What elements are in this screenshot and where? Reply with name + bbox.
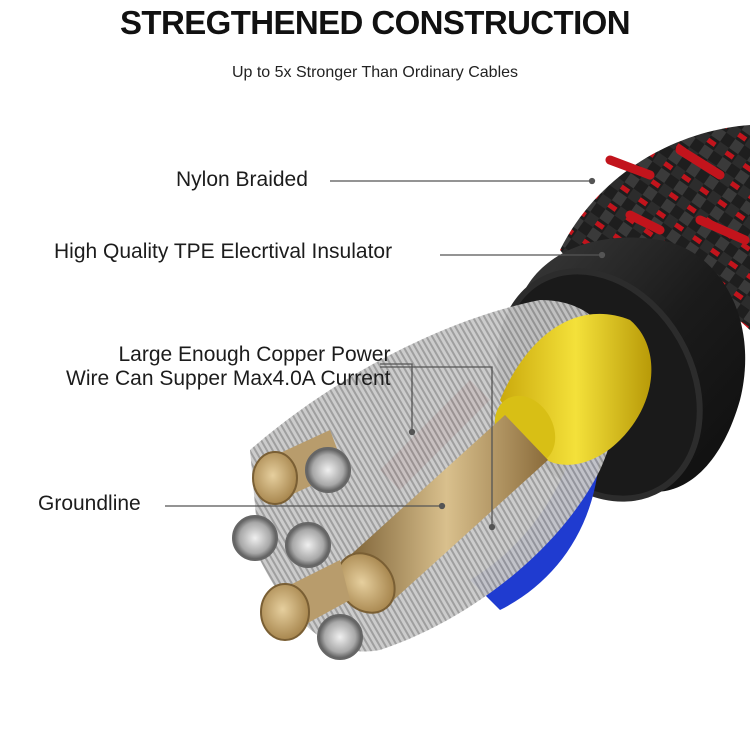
copper-label-line-2: Wire Can Supper Max4.0A Current (66, 367, 391, 390)
page-subtitle: Up to 5x Stronger Than Ordinary Cables (231, 64, 519, 81)
tpe-insulator-label: High Quality TPE Elecrtival Insulator (54, 240, 393, 263)
page-title: STREGTHENED CONSTRUCTION (120, 4, 631, 41)
copper-callout-line-1 (380, 363, 413, 430)
callout-lines (165, 177, 606, 531)
copper-power-wire-label: Large Enough Copper Power Wire Can Suppe… (66, 343, 390, 391)
tpe-callout-dot (598, 251, 606, 259)
nylon-callout-dot (588, 177, 596, 185)
ground-callout-dot (438, 502, 446, 510)
copper-label-line-1: Large Enough Copper Power (118, 343, 391, 366)
copper-callout-dot-1 (408, 428, 416, 436)
groundline-conductors (252, 430, 350, 641)
copper-callout-line-2 (380, 366, 493, 525)
nylon-braided-label: Nylon Braided (176, 168, 308, 191)
copper-power-wire (336, 415, 548, 614)
strand-bundle-ends (232, 447, 363, 660)
copper-callout-dot-2 (488, 523, 496, 531)
groundline-label: Groundline (38, 492, 141, 515)
